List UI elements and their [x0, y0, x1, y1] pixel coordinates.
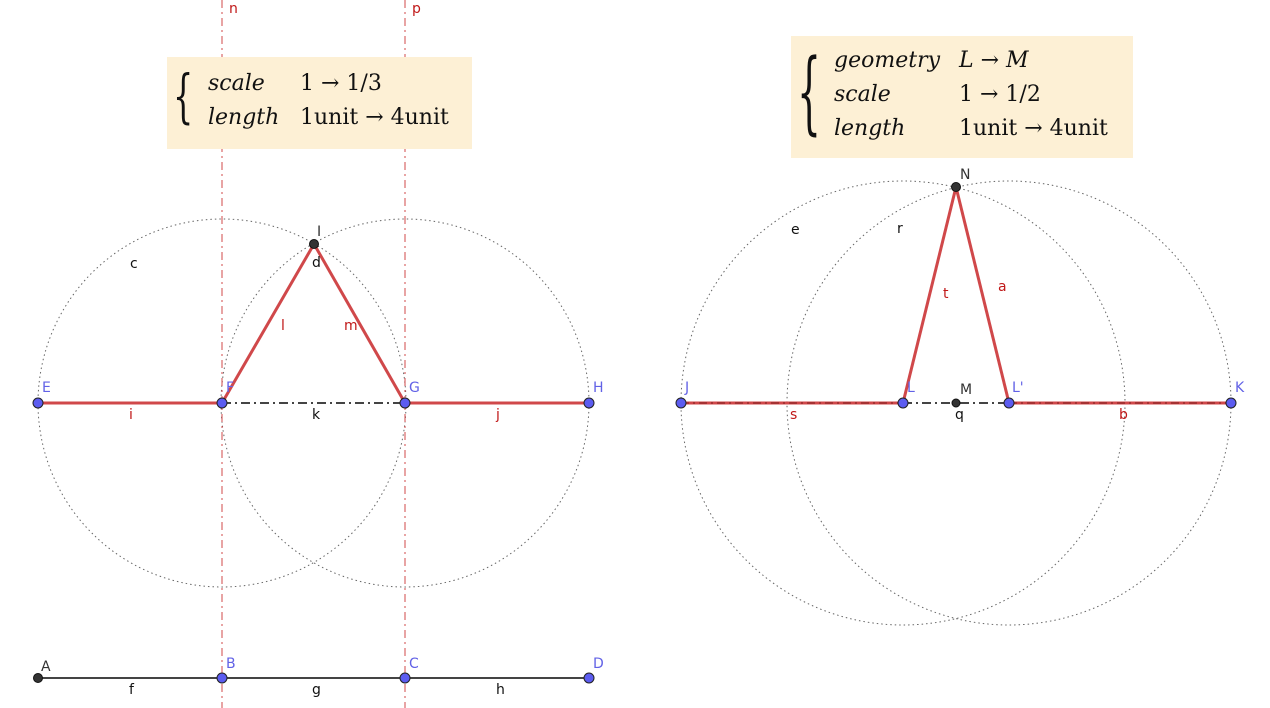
right-transform-box: { geometry L → M scale 1 → 1/2 length 1u… [791, 36, 1133, 158]
label-L-prime: L' [1012, 380, 1024, 396]
right-row-scale-key: scale [834, 82, 891, 107]
label-i: i [129, 407, 133, 423]
right-row-length-value: 1unit → 4unit [959, 116, 1108, 141]
label-M: M [960, 382, 972, 398]
point-K[interactable] [1225, 397, 1237, 409]
segment-m [312, 243, 407, 404]
label-J: J [684, 380, 689, 396]
left-row-scale-key: scale [208, 71, 265, 96]
label-I: I [317, 224, 321, 240]
point-H[interactable] [583, 397, 595, 409]
right-row-length-key: length [834, 116, 906, 141]
left-brace: { [173, 62, 194, 130]
label-D: D [593, 656, 604, 672]
label-a: a [998, 279, 1007, 295]
right-brace: { [797, 40, 822, 145]
label-N: N [960, 167, 970, 183]
label-l: l [281, 318, 285, 334]
label-n: n [229, 1, 238, 17]
label-m: m [344, 318, 358, 334]
label-j: j [495, 407, 500, 423]
label-c: c [130, 256, 138, 272]
right-row-geometry-value: L → M [959, 48, 1029, 73]
label-B: B [226, 656, 236, 672]
left-transform-box: { scale 1 → 1/3 length 1unit → 4unit [167, 57, 472, 149]
left-row-length: length [208, 105, 279, 130]
point-I[interactable] [309, 239, 319, 249]
label-q: q [955, 407, 964, 423]
left-row-scale-value: 1 → 1/3 [300, 71, 382, 96]
label-s: s [790, 407, 797, 423]
label-d: d [312, 255, 321, 271]
point-C[interactable] [399, 672, 411, 684]
right-row-geometry: geometry [834, 48, 940, 73]
label-H: H [593, 380, 604, 396]
segment-t [901, 186, 958, 404]
point-B[interactable] [216, 672, 228, 684]
label-C: C [409, 656, 419, 672]
label-G: G [409, 380, 420, 396]
right-row-scale-value: 1 → 1/2 [959, 82, 1041, 107]
label-e: e [791, 222, 800, 238]
right-row-length: length [834, 116, 905, 141]
left-row-length-key: length [208, 105, 280, 130]
label-f: f [129, 682, 135, 698]
segment-a [954, 186, 1011, 404]
point-J[interactable] [675, 397, 687, 409]
point-L[interactable] [897, 397, 909, 409]
label-p: p [412, 1, 421, 17]
label-b: b [1119, 407, 1128, 423]
label-E: E [42, 380, 51, 396]
point-N[interactable] [951, 182, 961, 192]
left-row-length-value: 1unit → 4unit [300, 105, 449, 130]
label-g: g [312, 682, 321, 698]
point-G[interactable] [399, 397, 411, 409]
label-F: F [226, 380, 234, 396]
point-M[interactable] [951, 398, 961, 408]
point-F[interactable] [216, 397, 228, 409]
point-E[interactable] [32, 397, 44, 409]
label-r: r [897, 221, 903, 237]
right-row-scale: scale [834, 82, 891, 107]
segment-l [220, 243, 316, 404]
point-A[interactable] [33, 673, 43, 683]
label-L: L [907, 380, 915, 396]
label-h: h [496, 682, 505, 698]
point-D[interactable] [583, 672, 595, 684]
label-k: k [312, 407, 321, 423]
left-row-scale: scale [208, 71, 265, 96]
right-row-geometry-key: geometry [834, 48, 941, 73]
label-A: A [41, 659, 51, 675]
label-t: t [943, 286, 949, 302]
label-K: K [1235, 380, 1245, 396]
point-L-prime[interactable] [1003, 397, 1015, 409]
